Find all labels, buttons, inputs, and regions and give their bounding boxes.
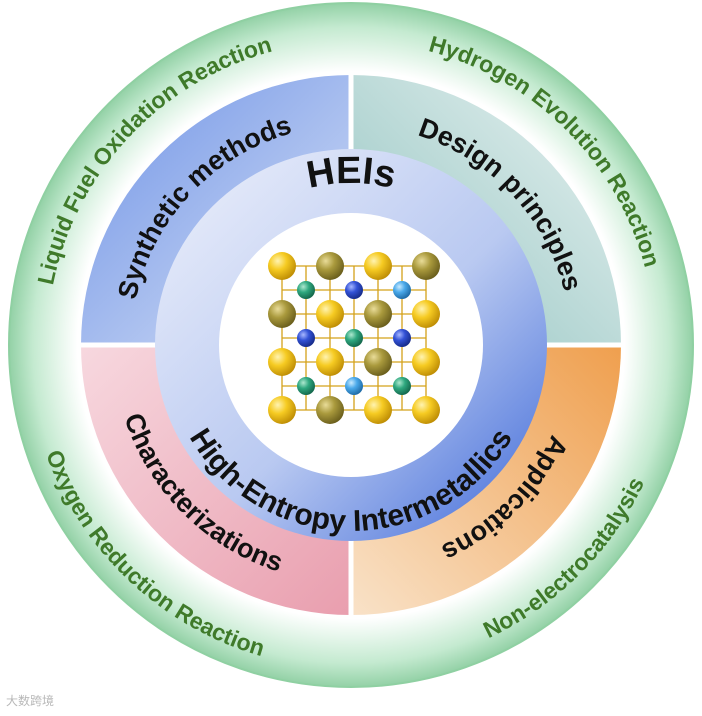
atom-green — [393, 377, 411, 395]
atom-gold — [268, 396, 296, 424]
atom-light-blue — [393, 281, 411, 299]
atom-gold — [412, 396, 440, 424]
atom-light-blue — [345, 377, 363, 395]
atom-gold — [268, 252, 296, 280]
atom-blue — [345, 281, 363, 299]
center-abbrev-heis: HEIs — [303, 150, 399, 197]
watermark: 大数跨境 — [6, 694, 55, 708]
atom-olive — [412, 252, 440, 280]
crystal-lattice — [268, 252, 440, 424]
atom-gold — [364, 396, 392, 424]
atom-green — [297, 281, 315, 299]
atom-blue — [393, 329, 411, 347]
atom-olive — [316, 396, 344, 424]
atom-olive — [268, 300, 296, 328]
atom-gold — [364, 252, 392, 280]
atom-gold — [316, 300, 344, 328]
atom-gold — [268, 348, 296, 376]
atom-gold — [316, 348, 344, 376]
atom-olive — [364, 348, 392, 376]
atom-gold — [412, 348, 440, 376]
atom-green — [345, 329, 363, 347]
atom-blue — [297, 329, 315, 347]
atom-green — [297, 377, 315, 395]
atom-gold — [412, 300, 440, 328]
atom-olive — [316, 252, 344, 280]
atom-olive — [364, 300, 392, 328]
